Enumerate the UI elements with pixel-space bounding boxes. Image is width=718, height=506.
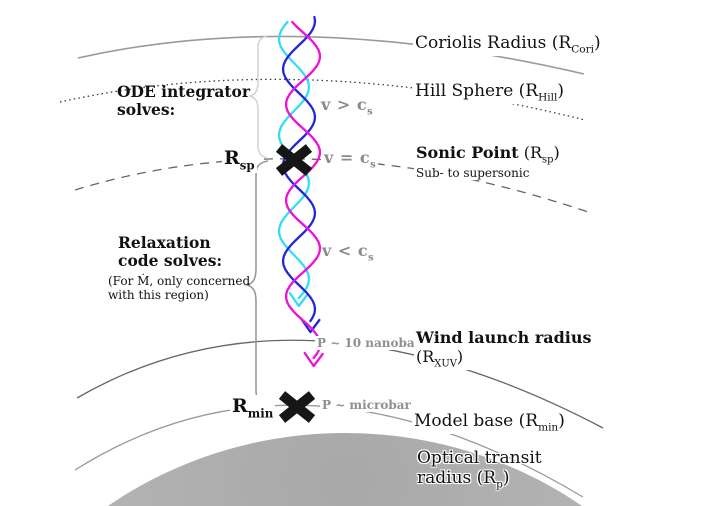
planet-disk	[107, 433, 583, 506]
model-base-arc	[74, 404, 584, 498]
rmin-x-marker	[278, 391, 316, 423]
ode-integrator-label: ODE integrator solves:	[117, 82, 251, 120]
subsonic-velocity-label: v < cs	[322, 241, 374, 264]
relaxation-region-brace	[244, 160, 272, 407]
sonic-point-dashed-arc	[74, 158, 589, 213]
sonic-point-label: Sonic Point (Rsp) Sub- to supersonic	[414, 143, 562, 181]
relaxation-code-label: Relaxation code solves: (For Ṁ, only con…	[108, 233, 251, 302]
cyan-trajectory-arrowhead	[288, 291, 309, 308]
supersonic-velocity-label: v > cs	[321, 95, 373, 118]
wind-trajectories	[277, 15, 324, 368]
rsp-marker-label: Rsp	[222, 147, 257, 174]
ode-region-brace	[247, 35, 268, 159]
pressure-microbar-label: P ~ microbar	[320, 398, 413, 413]
blue-trajectory-arrowhead	[300, 317, 321, 334]
coriolis-radius-label: Coriolis Radius (RCori)	[413, 33, 603, 57]
pressure-nanobar-label: P ~ 10 nanobar	[315, 336, 424, 351]
sonic-x-marker	[275, 144, 313, 176]
wind-launch-radius-label: Wind launch radius (RXUV)	[414, 328, 594, 371]
sonic-velocity-label: v = cs	[322, 148, 378, 172]
model-base-label: Model base (Rmin)	[412, 411, 567, 435]
rmin-marker-label: Rmin	[230, 395, 276, 422]
magenta-trajectory-arrowhead	[303, 351, 324, 368]
hill-sphere-label: Hill Sphere (RHill)	[413, 81, 567, 105]
optical-transit-radius-label: Optical transit radius (Rp)	[417, 448, 542, 491]
coriolis-radius-arc	[77, 35, 585, 75]
magenta-trajectory	[284, 20, 322, 360]
